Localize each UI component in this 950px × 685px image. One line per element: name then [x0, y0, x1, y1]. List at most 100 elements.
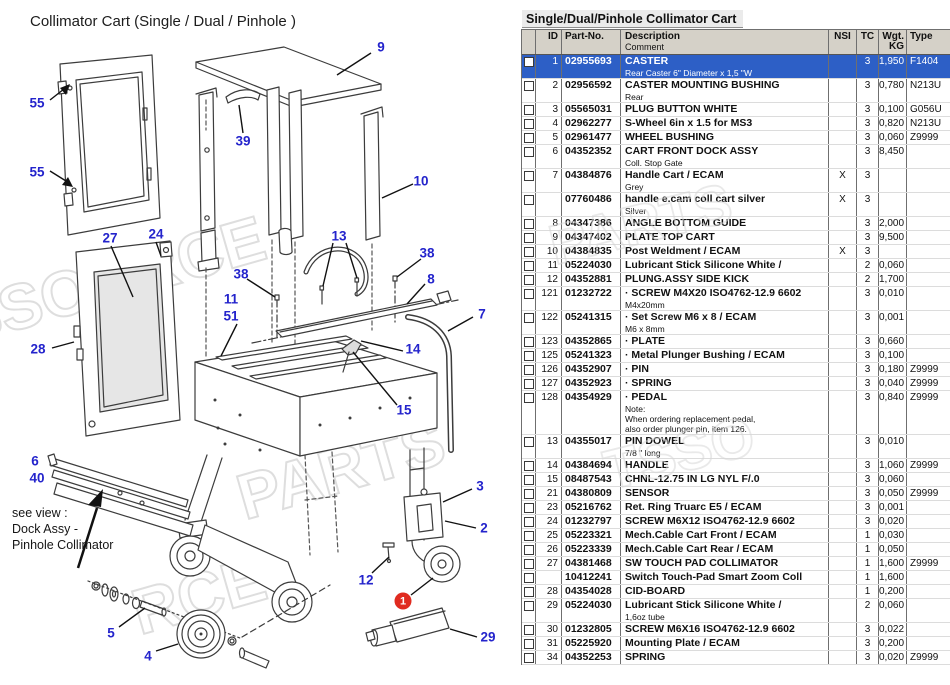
- row-checkbox[interactable]: [522, 259, 536, 272]
- row-checkbox[interactable]: [522, 335, 536, 348]
- checkbox-icon[interactable]: [524, 195, 534, 205]
- checkbox-icon[interactable]: [524, 639, 534, 649]
- checkbox-icon[interactable]: [524, 475, 534, 485]
- row-checkbox[interactable]: [522, 193, 536, 216]
- checkbox-icon[interactable]: [524, 105, 534, 115]
- row-checkbox[interactable]: [522, 169, 536, 192]
- checkbox-icon[interactable]: [524, 171, 534, 181]
- row-checkbox[interactable]: [522, 245, 536, 258]
- checkbox-icon[interactable]: [524, 587, 534, 597]
- row-checkbox[interactable]: [522, 515, 536, 528]
- checkbox-icon[interactable]: [524, 461, 534, 471]
- checkbox-icon[interactable]: [524, 393, 534, 403]
- checkbox-icon[interactable]: [524, 517, 534, 527]
- row-checkbox[interactable]: [522, 557, 536, 570]
- row-checkbox[interactable]: [522, 55, 536, 78]
- row-checkbox[interactable]: [522, 273, 536, 286]
- row-checkbox[interactable]: [522, 529, 536, 542]
- row-checkbox[interactable]: [522, 571, 536, 584]
- checkbox-icon[interactable]: [524, 147, 534, 157]
- row-checkbox[interactable]: [522, 543, 536, 556]
- checkbox-icon[interactable]: [524, 261, 534, 271]
- checkbox-icon[interactable]: [524, 81, 534, 91]
- row-checkbox[interactable]: [522, 103, 536, 116]
- checkbox-icon[interactable]: [524, 351, 534, 361]
- checkbox-icon[interactable]: [524, 365, 534, 375]
- checkbox-icon[interactable]: [524, 289, 534, 299]
- row-checkbox[interactable]: [522, 651, 536, 664]
- row-checkbox[interactable]: [522, 487, 536, 500]
- row-checkbox[interactable]: [522, 349, 536, 362]
- row-checkbox[interactable]: [522, 145, 536, 168]
- checkbox-icon[interactable]: [524, 601, 534, 611]
- row-checkbox[interactable]: [522, 231, 536, 244]
- checkbox-icon[interactable]: [524, 437, 534, 447]
- checkbox-icon[interactable]: [524, 503, 534, 513]
- row-checkbox[interactable]: [522, 459, 536, 472]
- row-checkbox[interactable]: [522, 79, 536, 102]
- checkbox-icon[interactable]: [524, 559, 534, 569]
- checkbox-icon[interactable]: [524, 133, 534, 143]
- row-checkbox[interactable]: [522, 311, 536, 334]
- row-checkbox[interactable]: [522, 585, 536, 598]
- checkbox-icon[interactable]: [524, 337, 534, 347]
- row-checkbox[interactable]: [522, 473, 536, 486]
- row-checkbox[interactable]: [522, 287, 536, 310]
- checkbox-icon[interactable]: [524, 531, 534, 541]
- checkbox-icon[interactable]: [524, 119, 534, 129]
- checkbox-icon[interactable]: [524, 545, 534, 555]
- row-checkbox[interactable]: [522, 131, 536, 144]
- checkbox-icon[interactable]: [524, 313, 534, 323]
- checkbox-icon[interactable]: [524, 573, 534, 583]
- row-checkbox[interactable]: [522, 623, 536, 636]
- highlighted-item-callout[interactable]: 1: [394, 592, 412, 610]
- checkbox-icon[interactable]: [524, 275, 534, 285]
- checkbox-icon[interactable]: [524, 219, 534, 229]
- row-checkbox[interactable]: [522, 599, 536, 622]
- row-checkbox[interactable]: [522, 501, 536, 514]
- row-checkbox[interactable]: [522, 377, 536, 390]
- row-checkbox[interactable]: [522, 117, 536, 130]
- checkbox-icon[interactable]: [524, 653, 534, 663]
- row-checkbox[interactable]: [522, 435, 536, 458]
- checkbox-icon[interactable]: [524, 57, 534, 67]
- checkbox-icon[interactable]: [524, 379, 534, 389]
- row-checkbox[interactable]: [522, 637, 536, 650]
- checkbox-icon[interactable]: [524, 233, 534, 243]
- row-checkbox[interactable]: [522, 391, 536, 434]
- row-checkbox[interactable]: [522, 217, 536, 230]
- checkbox-icon[interactable]: [524, 247, 534, 257]
